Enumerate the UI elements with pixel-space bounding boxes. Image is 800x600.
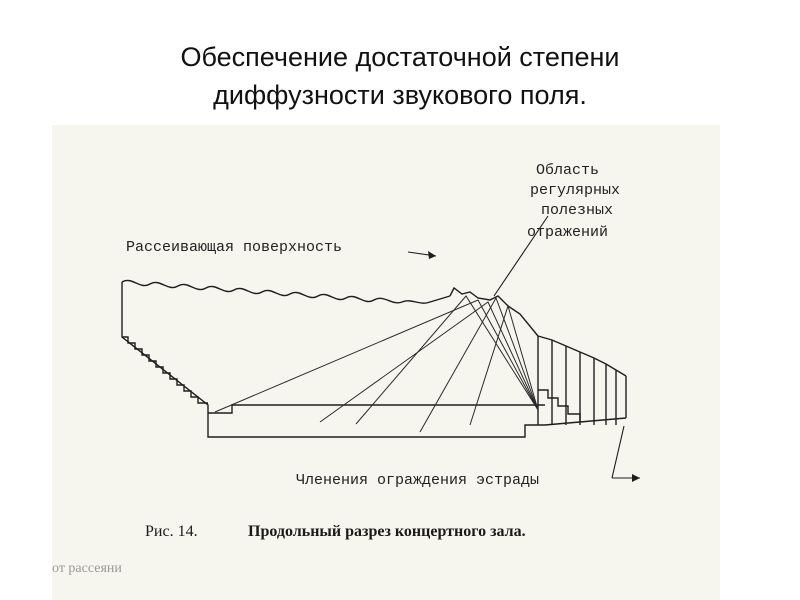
- audience-steps: [122, 336, 208, 404]
- figure-number: Рис. 14.: [145, 523, 198, 540]
- stage-shell: [537, 335, 627, 426]
- scattering-surface-label: Рассеивающая поверхность: [126, 239, 342, 256]
- hall-outline: [121, 282, 545, 438]
- arrow-head-1: [428, 251, 436, 259]
- region-leader: [493, 215, 549, 297]
- arrow-head-2: [632, 474, 640, 482]
- region-label-line-3: полезных: [541, 202, 613, 219]
- cut-off-text-fragment: от рассеяни: [52, 561, 122, 576]
- scanned-figure-background: [52, 125, 720, 600]
- title-line-2: диффузности звукового поля.: [213, 80, 587, 110]
- stage-steps: [538, 389, 581, 422]
- title-line-1: Обеспечение достаточной степени: [180, 42, 620, 72]
- reflection-region-ceiling: [449, 286, 539, 337]
- region-label-line-2: регулярных: [530, 182, 620, 199]
- stage-leader-2: [611, 425, 625, 479]
- region-label-line-4: отражений: [527, 224, 608, 241]
- figure-caption: Продольный разрез концертного зала.: [248, 523, 526, 540]
- region-label-line-1: Область: [536, 162, 599, 179]
- stage-divisions-label: Членения ограждения эстрады: [296, 472, 539, 489]
- slide-title: Обеспечение достаточной степени диффузно…: [0, 38, 800, 114]
- scattering-ceiling: [121, 279, 451, 304]
- reflection-rays: [214, 295, 539, 433]
- hall-floor: [208, 404, 545, 414]
